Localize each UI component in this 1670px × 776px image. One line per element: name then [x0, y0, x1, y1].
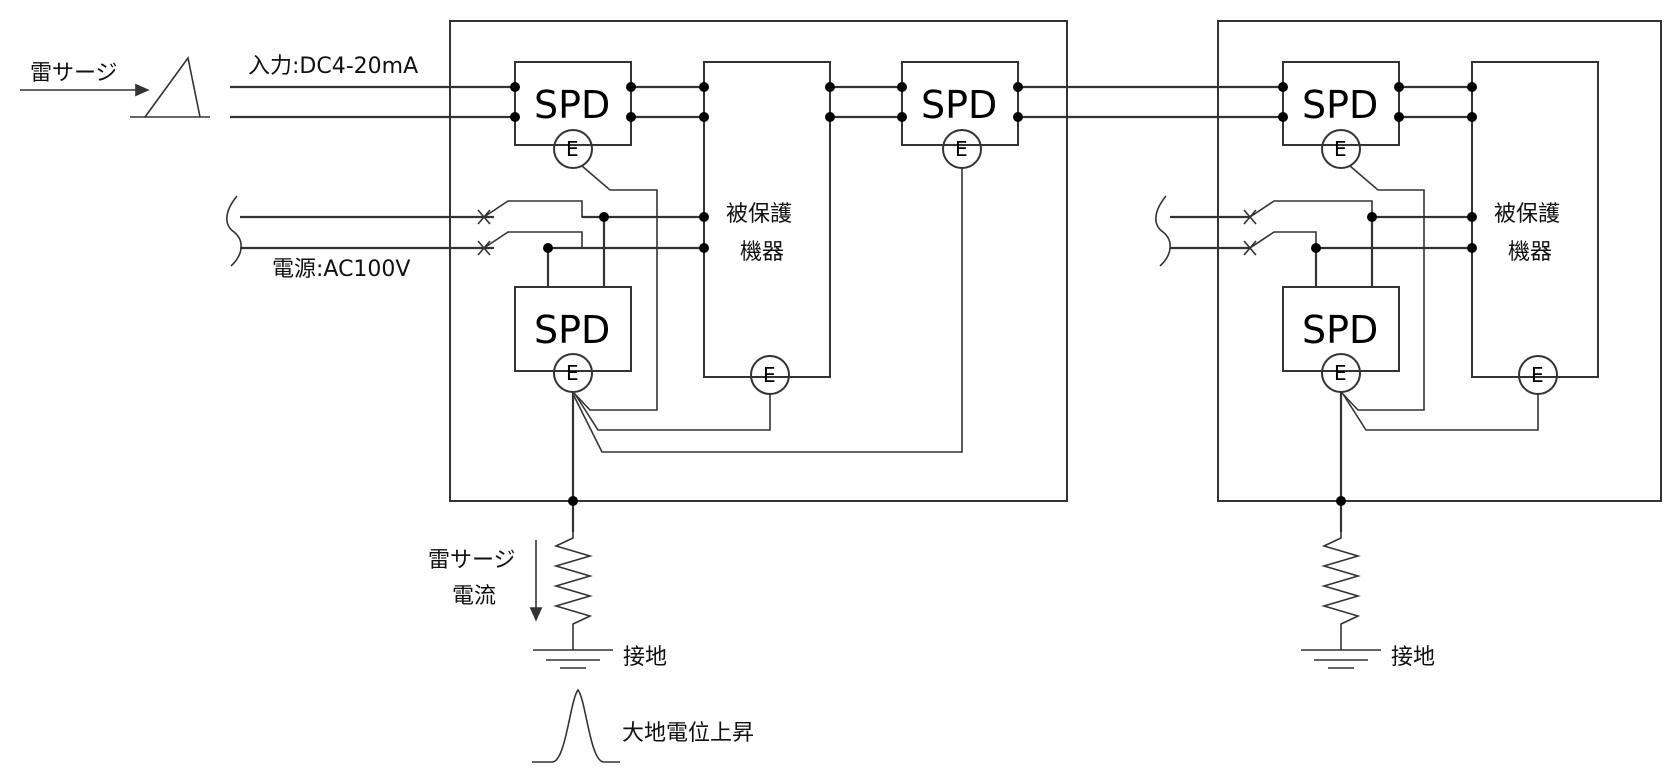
- remote-power-line-break-icon: [1155, 195, 1171, 267]
- remote-device-ground-label: E: [1531, 363, 1544, 387]
- spd-power-label: SPD: [534, 308, 610, 352]
- remote-bond-wire-input-spd: [1340, 165, 1425, 411]
- spd-output-label: SPD: [921, 83, 997, 127]
- ground-symbol-right: [1301, 649, 1381, 669]
- spd-remote-power-label: SPD: [1302, 308, 1378, 352]
- enclosure-left: [449, 20, 1068, 502]
- spd-input-ground-terminal: [553, 129, 593, 169]
- surge-current-label-1: 雷サージ: [428, 548, 516, 573]
- spd-remote-input-ground-label: E: [1334, 137, 1347, 161]
- junction-nodes: [510, 82, 1477, 506]
- spd-remote-input-box: [1282, 61, 1400, 146]
- ground-rise-label: 大地電位上昇: [622, 721, 754, 746]
- ground-label-right: 接地: [1391, 645, 1435, 670]
- surge-current-label-2: 電流: [452, 584, 496, 609]
- ground-label-left: 接地: [623, 645, 667, 670]
- remote-protected-device-label-1: 被保護: [1494, 202, 1560, 227]
- protected-device-label-1: 被保護: [726, 202, 792, 227]
- protected-device-label-2: 機器: [740, 240, 784, 265]
- remote-bond-wire-device: [1342, 393, 1539, 431]
- spd-remote-input-ground-terminal: [1321, 129, 1361, 169]
- spd-remote-power-ground-label: E: [1334, 361, 1347, 385]
- surge-waveform-icon: [130, 56, 210, 118]
- spd-input-ground-label: E: [566, 137, 579, 161]
- spd-input-box: [514, 61, 632, 146]
- spd-remote-power-box: [1282, 286, 1400, 372]
- breaker-switch-2: [477, 231, 700, 256]
- spd-power-box: [514, 286, 632, 372]
- ground-resistor-left: [553, 532, 593, 650]
- remote-protected-device-label-2: 機器: [1508, 240, 1552, 265]
- power-label: 電源:AC100V: [272, 257, 410, 282]
- breaker-switch-1: [477, 200, 700, 225]
- spd-input-label: SPD: [534, 83, 610, 127]
- spd-output-ground-label: E: [955, 137, 968, 161]
- enclosure-right: [1217, 20, 1662, 502]
- device-ground-label: E: [763, 363, 776, 387]
- spd-remote-input-label: SPD: [1302, 83, 1378, 127]
- bond-wire-device: [574, 393, 771, 431]
- spd-output-box: [901, 61, 1019, 146]
- remote-breaker-switch-2: [1243, 231, 1317, 256]
- bond-wire-output-spd: [572, 168, 963, 453]
- ground-rise-waveform-icon: [532, 688, 620, 763]
- lightning-surge-label: 雷サージ: [30, 61, 118, 86]
- power-line-break-icon: [226, 195, 242, 267]
- bond-wire-input-spd: [572, 165, 658, 411]
- ground-symbol-left: [533, 649, 613, 669]
- ground-resistor-right: [1321, 532, 1361, 650]
- spd-power-ground-label: E: [566, 361, 579, 385]
- input-signal-label: 入力:DC4-20mA: [248, 54, 418, 79]
- remote-breaker-switch-1: [1243, 200, 1373, 225]
